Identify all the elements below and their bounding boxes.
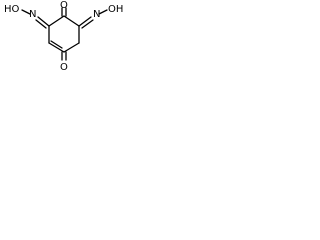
bond-ring-c6-c1	[48, 15, 65, 27]
bond-right-c-n-1	[78, 16, 92, 27]
bond-left-c-n-2	[35, 19, 47, 29]
atom-label-oh-right: OH	[108, 4, 123, 15]
bond-ring-c1-c2	[63, 15, 80, 27]
atom-label-o-bottom: O	[60, 62, 68, 73]
bond-left-c-n-1	[37, 16, 50, 27]
bond-left-n-o	[21, 9, 31, 15]
bond-right-c-n-2	[81, 19, 94, 29]
atom-label-o-top: O	[60, 0, 68, 11]
bond-ring-c4-c5	[48, 42, 65, 53]
atom-label-ho-left: HO	[4, 4, 20, 15]
atom-label-n-left: N	[29, 9, 36, 20]
bond-right-n-o	[98, 9, 108, 15]
atom-label-n-right: N	[93, 9, 100, 20]
bond-ring-c4-c5-double	[50, 40, 63, 49]
bond-ring-c3-c4	[63, 42, 80, 53]
molecule-structure: HO N N OH O O	[4, 0, 123, 73]
